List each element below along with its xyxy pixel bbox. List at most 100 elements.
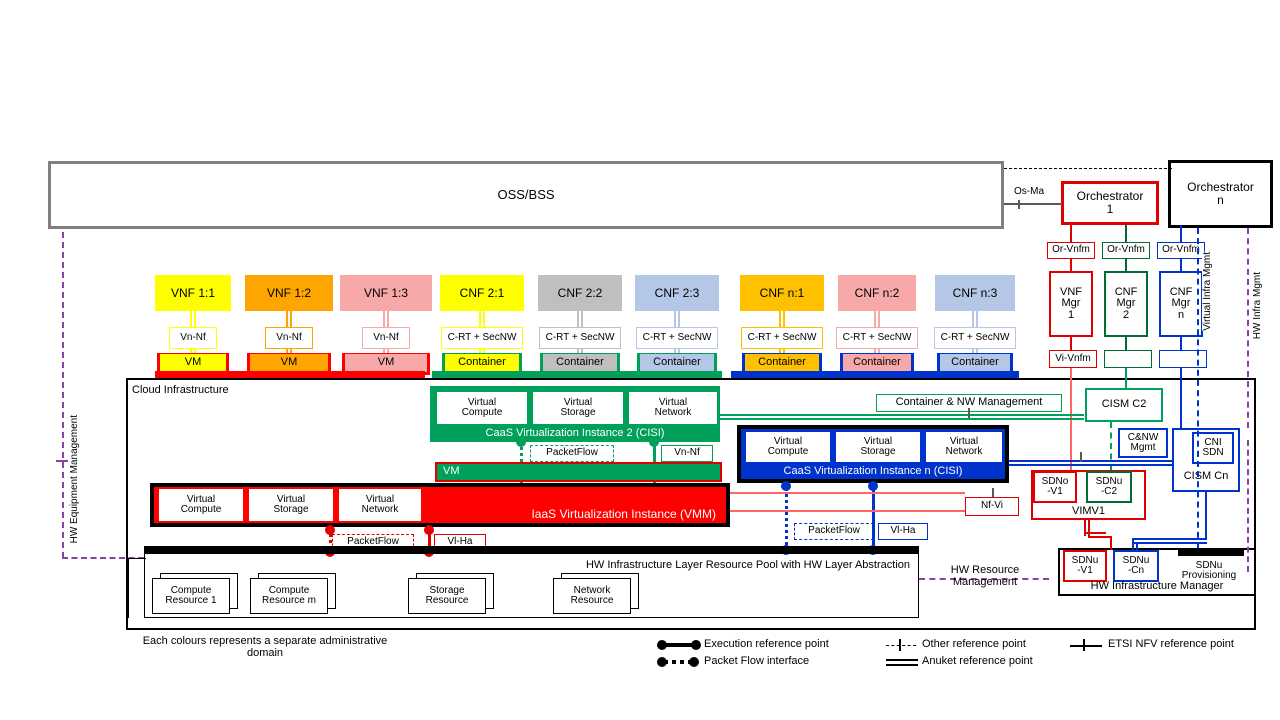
interface-label-vn-nf: Vn-Nf [362, 327, 410, 349]
hw-infrastructure-manager-label: HW Infrastructure Manager [1090, 580, 1224, 593]
manager-line-2: n [1177, 308, 1185, 321]
domain-bar-blue [731, 371, 1019, 378]
vnfmgr-down-line [1070, 368, 1072, 520]
interface-label-vi-vnfm-1 [1104, 350, 1152, 368]
cisi2-label: CaaS Virtualization Instance 2 (CISI) [485, 427, 665, 440]
os-ma-tick [1018, 197, 1020, 209]
manager-lower-link-0 [1070, 337, 1072, 350]
legend-exec-dot-right [691, 640, 701, 650]
domain-bar-green [432, 371, 722, 378]
interface-label-packetflow-green: PacketFlow [530, 445, 614, 462]
interface-label-vi-vnfm-2 [1159, 350, 1207, 368]
sdnu-c2-line: SDNu [1095, 475, 1123, 487]
legend-label-etsi-nfv-reference-point: ETSI NFV reference point [1108, 638, 1234, 651]
sdnu-c2-box[interactable]: SDNu-C2 [1086, 471, 1132, 503]
sdnu-v1-box[interactable]: SDNu-V1 [1063, 550, 1107, 582]
interface-label-c-rt---secnw: C-RT + SecNW [636, 327, 718, 349]
nf-vi-tick [992, 488, 994, 497]
sdnu-provisioning-line: Provisioning [1181, 570, 1237, 581]
vimv1-label: VIMV1 [1071, 504, 1105, 517]
sdnu-cn-box[interactable]: SDNu-Cn [1113, 550, 1159, 582]
function-box-cnf-n-1[interactable]: CNF n:1 [740, 275, 824, 311]
cismcn-elbow-v3 [1136, 542, 1138, 550]
domain-bar-red [155, 371, 425, 378]
hw-resource-management-line: Management [952, 576, 1018, 588]
hw-infra-mgmt-label: HW Infra Mgmt [1252, 272, 1263, 340]
orchestrator-manager-link-1 [1125, 225, 1127, 243]
pool-left-bracket-h [128, 558, 146, 559]
manager-line-2: 2 [1122, 308, 1130, 321]
caas-packetflow-line-top [520, 442, 523, 462]
function-box-vnf-1-2[interactable]: VNF 1:2 [245, 275, 333, 311]
vmm-vlha-dot-top [424, 525, 434, 535]
hw-resource-management-line: HW Resource [950, 564, 1020, 577]
legend-label-other-reference-point: Other reference point [922, 638, 1026, 651]
function-box-vnf-1-1[interactable]: VNF 1:1 [155, 275, 231, 311]
function-box-vnf-1-3[interactable]: VNF 1:3 [340, 275, 432, 311]
interface-label-vn-nf: Vn-Nf [265, 327, 313, 349]
cism-c2-box[interactable]: CISM C2 [1085, 388, 1163, 422]
nf-vi-rail-h1 [730, 492, 965, 494]
legend-anuket-line-1 [886, 659, 918, 661]
legend-packet-dot-right [689, 657, 699, 667]
cni-sdn-line: SDN [1202, 447, 1224, 458]
function-box-cnf-2-2[interactable]: CNF 2:2 [538, 275, 622, 311]
os-ma-label: Os-Ma [1006, 185, 1052, 200]
function-box-cnf-n-3[interactable]: CNF n:3 [935, 275, 1015, 311]
cnw-mgmt-line: Mgmt [1130, 442, 1156, 453]
manager-lower-link-1 [1125, 337, 1127, 350]
function-box-cnf-2-1[interactable]: CNF 2:1 [440, 275, 524, 311]
legend-note: Each colours represents a separate admin… [142, 635, 388, 659]
virtual-infra-mgmt-dashed [1197, 228, 1199, 548]
pool-left-bracket-v [128, 558, 129, 618]
vimv1-elbow-hb [1084, 532, 1106, 534]
legend-other-dashed [886, 645, 916, 646]
function-box-cnf-2-3[interactable]: CNF 2:3 [635, 275, 719, 311]
legend-other-tick [899, 639, 901, 651]
ossbss-panel[interactable]: OSS/BSS [48, 161, 1004, 229]
legend-label-anuket-reference-point: Anuket reference point [922, 655, 1033, 668]
cloud-infrastructure-panel [126, 378, 1256, 630]
legend-exec-bar [662, 643, 694, 647]
caas-mgmt-double-line-1 [720, 414, 1084, 416]
manager-line-0: CNF [1114, 285, 1138, 298]
interface-label-vn-nf: Vn-Nf [169, 327, 217, 349]
manager-line-0: VNF [1060, 285, 1082, 298]
function-box-cnf-n-2[interactable]: CNF n:2 [838, 275, 916, 311]
cisin-packetflow-dot-top [781, 481, 791, 491]
sdno-v1-box[interactable]: SDNo-V1 [1033, 471, 1077, 503]
cnfmgrn-down-line [1180, 368, 1182, 430]
vmm-vlha-line [428, 527, 431, 555]
interface-label-vl-ha-blue: Vl-Ha [878, 523, 928, 540]
hw-resource-mgmt-dashed [919, 578, 1049, 580]
cism-cn-rail-2 [1009, 464, 1172, 466]
orchestrator-n-dashed-link [1004, 168, 1172, 169]
interface-label-c-rt---secnw: C-RT + SecNW [441, 327, 523, 349]
vmm-label: IaaS Virtualization Instance (VMM) [531, 507, 716, 522]
sdnu-cn-line: -Cn [1127, 565, 1145, 576]
sdnu-v1-line: SDNu [1071, 554, 1099, 566]
cism-cn-rail-1 [1009, 460, 1172, 462]
vmm-packetflow-dot-top [325, 525, 335, 535]
cism-cn-label: CISM Cn [1183, 470, 1229, 483]
cisin-vlha-line [872, 483, 875, 550]
